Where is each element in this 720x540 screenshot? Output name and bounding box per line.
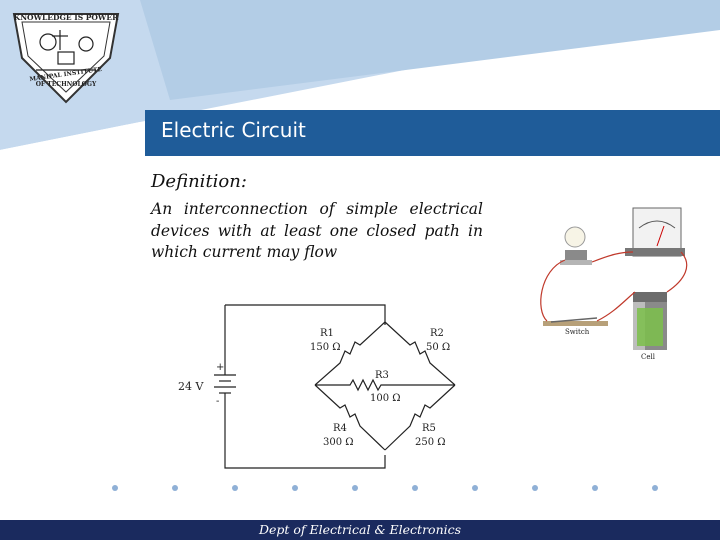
cell-icon bbox=[633, 292, 667, 350]
r5-name: R5 bbox=[422, 423, 436, 434]
battery-minus: - bbox=[216, 396, 219, 407]
switch-label: Switch bbox=[565, 328, 590, 336]
r3-name: R3 bbox=[375, 370, 389, 381]
r4-name: R4 bbox=[333, 423, 347, 434]
demo-circuit-illustration: Switch Cell bbox=[540, 207, 688, 361]
definition-heading: Definition: bbox=[151, 171, 247, 192]
switch-icon bbox=[543, 317, 608, 326]
bridge-circuit-schematic: + - 24 V R1 150 Ω R2 50 Ω R3 100 Ω R4 30… bbox=[178, 304, 456, 469]
r3-value: 100 Ω bbox=[370, 393, 401, 404]
battery-voltage: 24 V bbox=[178, 380, 204, 393]
cell-label: Cell bbox=[641, 353, 656, 361]
institute-logo: KNOWLEDGE IS POWER MANIPAL INSTITUTE OF … bbox=[12, 13, 120, 104]
dot-row-decoration bbox=[112, 485, 658, 491]
r5-value: 250 Ω bbox=[415, 437, 446, 448]
meter-icon bbox=[625, 207, 685, 257]
slide-title-bar: Electric Circuit bbox=[145, 110, 720, 156]
svg-text:OF TECHNOLOGY: OF TECHNOLOGY bbox=[36, 81, 97, 88]
footer-text: Dept of Electrical & Electronics bbox=[258, 522, 462, 537]
footer-bar: Dept of Electrical & Electronics bbox=[0, 520, 720, 540]
definition-text: An interconnection of simple electrical … bbox=[151, 200, 483, 261]
battery-plus: + bbox=[216, 362, 224, 373]
r2-name: R2 bbox=[430, 328, 444, 339]
r1-value: 150 Ω bbox=[310, 342, 341, 353]
slide-title: Electric Circuit bbox=[161, 118, 306, 142]
r4-value: 300 Ω bbox=[323, 437, 354, 448]
r1-name: R1 bbox=[320, 328, 334, 339]
bulb-icon bbox=[560, 226, 592, 265]
r2-value: 50 Ω bbox=[426, 342, 450, 353]
logo-motto: KNOWLEDGE IS POWER bbox=[14, 13, 119, 22]
